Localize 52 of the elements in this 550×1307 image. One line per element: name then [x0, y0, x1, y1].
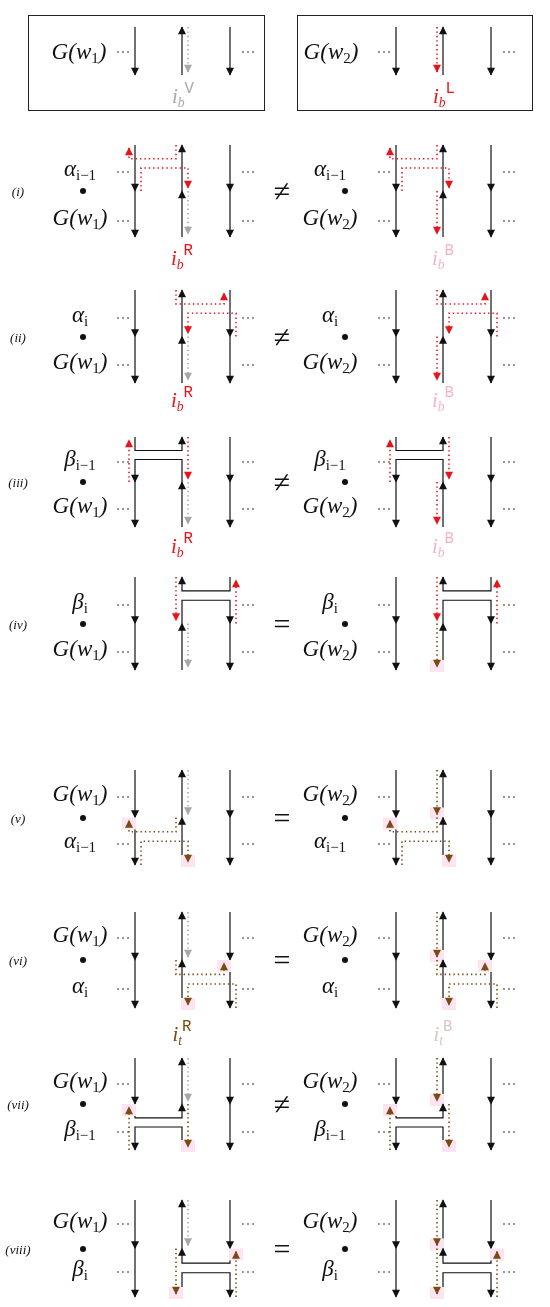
- term-label: β$_{i}$: [72, 1256, 88, 1284]
- term-label: G(w$_{1}$): [52, 1208, 108, 1236]
- term-label: G(w$_{1}$): [52, 205, 108, 233]
- term-label: G(w$_{2}$): [302, 493, 358, 521]
- term-label: β$_{i−1}$: [314, 446, 346, 474]
- state-frame: [297, 15, 533, 111]
- case-label: (iii): [8, 475, 28, 489]
- term-label: G(w$_{1}$): [52, 636, 108, 664]
- case-label: (vii): [7, 1097, 29, 1111]
- term-label: α$_{i}$: [71, 973, 89, 1001]
- state-frame: [28, 15, 265, 111]
- term-label: G(w$_{2}$): [302, 636, 358, 664]
- term-label: β$_{i}$: [72, 589, 88, 617]
- term-label: α$_{i−1}$: [313, 828, 347, 856]
- term-label: G(w$_{1}$): [52, 349, 108, 377]
- term-label: G(w$_{1}$): [52, 781, 108, 809]
- term-label: α$_{i}$: [71, 302, 89, 330]
- term-label: G(w$_{2}$): [302, 205, 358, 233]
- term-label: G(w$_{1}$): [52, 922, 108, 950]
- case-label: (iv): [9, 617, 27, 630]
- relation-symbol: =: [273, 945, 291, 975]
- term-label: β$_{i}$: [322, 589, 338, 617]
- case-label: (vi): [9, 953, 27, 967]
- term-label: G(w$_{2}$): [302, 922, 358, 950]
- relation-symbol: ≠: [273, 176, 291, 206]
- state-label: G(w$_{1}$): [51, 39, 107, 67]
- case-label: (viii): [5, 1242, 31, 1255]
- term-label: β$_{i−1}$: [314, 1116, 346, 1144]
- term-label: G(w$_{2}$): [302, 349, 358, 377]
- relation-symbol: ≠: [273, 467, 291, 497]
- term-label: G(w$_{2}$): [302, 1208, 358, 1236]
- term-label: β$_{i−1}$: [64, 1116, 96, 1144]
- case-label: (i): [11, 184, 25, 198]
- relation-symbol: =: [273, 1233, 291, 1264]
- term-label: G(w$_{1}$): [52, 493, 108, 521]
- case-label: (ii): [10, 330, 26, 343]
- term-label: α$_{i−1}$: [63, 156, 97, 184]
- term-label: G(w$_{2}$): [302, 781, 358, 809]
- term-label: α$_{i}$: [321, 302, 339, 330]
- term-label: G(w$_{2}$): [302, 1068, 358, 1096]
- term-label: β$_{i}$: [322, 1256, 338, 1284]
- term-label: α$_{i}$: [321, 973, 339, 1001]
- relation-symbol: =: [273, 802, 291, 833]
- relation-symbol: ≠: [273, 1089, 291, 1119]
- relation-symbol: =: [273, 608, 291, 639]
- term-label: G(w$_{1}$): [52, 1068, 108, 1096]
- term-label: α$_{i−1}$: [63, 828, 97, 856]
- state-label: G(w$_{2}$): [303, 39, 359, 67]
- term-label: α$_{i−1}$: [313, 156, 347, 184]
- case-label: (v): [10, 811, 26, 824]
- relation-symbol: ≠: [273, 321, 291, 352]
- term-label: β$_{i−1}$: [64, 446, 96, 474]
